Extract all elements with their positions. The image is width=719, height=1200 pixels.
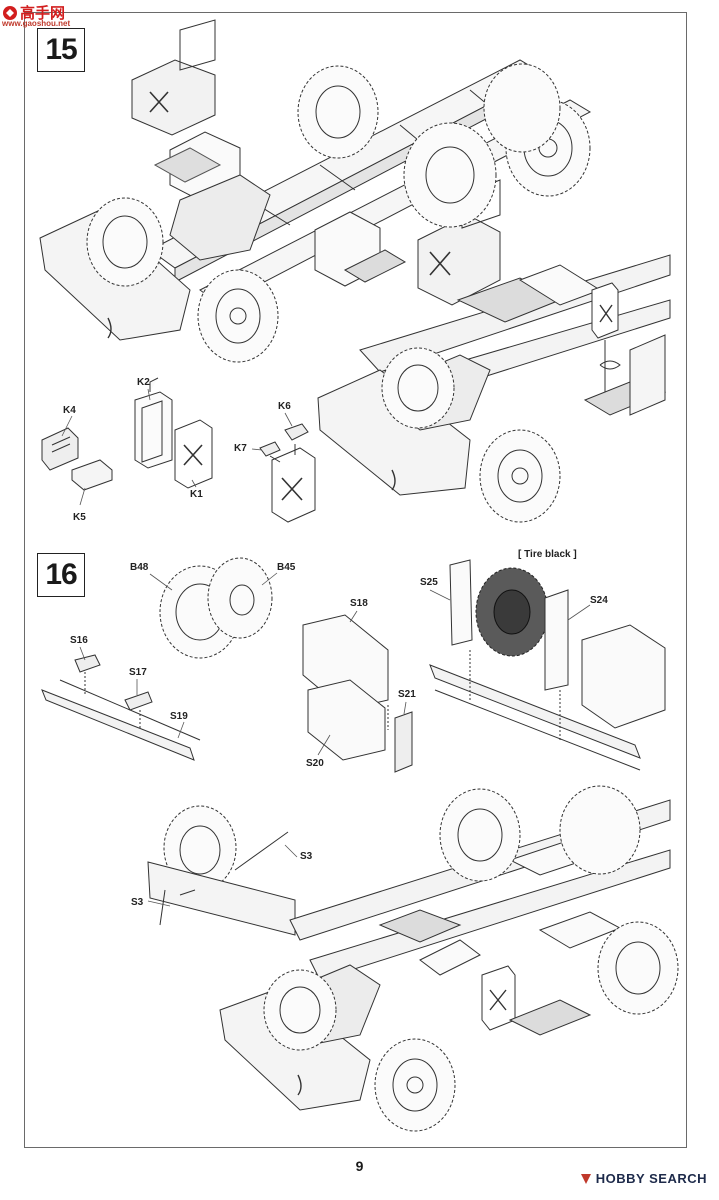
part-label-s3-upper: S3 [300,851,313,862]
step-15-badge: 15 [37,28,85,72]
part-label-s16: S16 [70,635,88,646]
watermark-url: www.gaoshou.net [2,19,71,28]
box-s18-s20 [302,614,413,773]
wheels-lower [263,785,679,1132]
part-label-s25: S25 [420,577,438,588]
watermark-logo-icon [3,5,17,20]
part-label-k5: K5 [73,512,86,523]
part-label-k2: K2 [137,377,150,388]
part-label-k7: K7 [234,443,247,454]
part-label-k1: K1 [190,489,203,500]
part-label-k4: K4 [63,405,76,416]
part-label-s17: S17 [129,667,147,678]
wheels-detail-15 [381,347,561,523]
tire-b48-b45 [159,557,273,659]
part-label-s24: S24 [590,595,608,606]
k-parts [41,377,316,523]
part-label-b48: B48 [130,562,149,573]
page-frame [24,12,687,1148]
leader-lines [61,388,591,907]
spare-carrier-s3 [147,805,296,936]
tire-black-note: [ Tire black ] [518,549,577,560]
part-label-s3-lower: S3 [131,897,144,908]
part-label-s20: S20 [306,758,324,769]
hobby-search-watermark: HOBBY SEARCH [579,1171,707,1186]
part-label-b45: B45 [277,562,296,573]
part-label-s21: S21 [398,689,416,700]
rail-s19 [41,654,201,761]
part-label-s19: S19 [170,711,188,722]
watermark-brand: HOBBY SEARCH [595,1171,707,1186]
hobby-search-logo-icon [580,1173,591,1184]
page-number: 9 [355,1158,364,1174]
step-16-badge: 16 [37,553,85,597]
tire-black-s24 [429,559,666,771]
wheels-upper [86,63,591,363]
watermark-site-name: 高手网 [20,5,66,22]
part-label-s18: S18 [350,598,368,609]
part-label-k6: K6 [278,401,291,412]
site-watermark: 高手网 www.gaoshou.net [2,2,70,28]
